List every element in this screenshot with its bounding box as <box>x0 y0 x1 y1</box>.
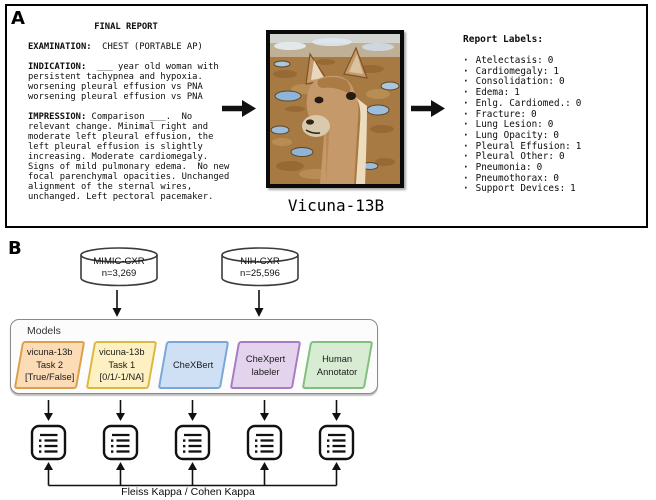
report-label-item: Enlg. Cardiomed.:0 <box>463 98 648 110</box>
section-label: EXAMINATION: <box>28 42 92 52</box>
models-container-title: Models <box>27 325 61 337</box>
database-cylinder-nih: NIH-CXR n=25,596 <box>220 246 300 288</box>
model-chexbert: CheXBert <box>157 341 230 389</box>
model-label: CheXpert labeler <box>245 353 286 377</box>
dataset-name: MIMIC-CXR <box>93 256 145 267</box>
report-section-impression: IMPRESSION: Comparison ___. No relevant … <box>28 112 233 202</box>
kappa-connector <box>44 462 341 487</box>
panel-a: A FINAL REPORT EXAMINATION: CHEST (PORTA… <box>5 4 648 228</box>
report-label-item: Cardiomegaly:1 <box>463 66 648 78</box>
dataset-count: n=25,596 <box>240 268 280 279</box>
report-section-examination: EXAMINATION: CHEST (PORTABLE AP) <box>28 42 233 52</box>
report-label-item: Pleural Other:0 <box>463 151 648 163</box>
report-label-item: Lung Lesion:0 <box>463 119 648 131</box>
right-arrow-icon <box>411 100 445 117</box>
model-vicuna-task1: vicuna-13b Task 1 [0/1/-1/NA] <box>85 341 158 389</box>
report-list-icon <box>102 424 139 461</box>
kappa-caption: Fleiss Kappa / Cohen Kappa <box>121 486 255 498</box>
report-list-icon <box>318 424 355 461</box>
database-cylinder-mimic: MIMIC-CXR n=3,269 <box>79 246 159 288</box>
model-label: vicuna-13b Task 2 [True/False] <box>24 347 75 383</box>
model-chexpert-labeler: CheXpert labeler <box>229 341 302 389</box>
report-label-item: Atelectasis:0 <box>463 55 648 67</box>
vicuna-illustration <box>270 34 400 184</box>
report-labels-title: Report Labels: <box>463 34 544 45</box>
report-section-indication: INDICATION: ___ year old woman with pers… <box>28 62 233 102</box>
section-text: CHEST (PORTABLE AP) <box>91 42 203 52</box>
model-vicuna-task2: vicuna-13b Task 2 [True/False] <box>13 341 86 389</box>
dataset-name: NIH-CXR <box>240 256 280 267</box>
report-label-item: Lung Opacity:0 <box>463 130 648 142</box>
models-row: vicuna-13b Task 2 [True/False] vicuna-13… <box>13 341 374 389</box>
report-label-item: Fracture:0 <box>463 109 648 121</box>
radiology-report: FINAL REPORT EXAMINATION: CHEST (PORTABL… <box>28 22 233 202</box>
report-list-icon <box>30 424 67 461</box>
database-cylinder-icon <box>221 247 299 287</box>
models-container: Models vicuna-13b Task 2 [True/False] vi… <box>10 319 378 394</box>
report-label-item: Edema:1 <box>463 87 648 99</box>
dataset-count: n=3,269 <box>101 268 137 279</box>
database-cylinder-icon <box>80 247 158 287</box>
right-arrow-icon <box>222 100 256 117</box>
section-text: ___ year old woman with persistent tachy… <box>28 62 219 102</box>
section-label: INDICATION: <box>28 62 87 72</box>
model-human-annotator: Human Annotator <box>301 341 374 389</box>
report-label-item: Support Devices:1 <box>463 184 648 195</box>
down-arrow-icon <box>112 290 122 317</box>
report-labels-panel: Report Labels: Atelectasis:0 Cardiomegal… <box>463 34 648 195</box>
model-label: Human Annotator <box>317 353 358 377</box>
section-text: Comparison ___. No relevant change. Mini… <box>28 112 230 202</box>
down-arrow-icon <box>254 290 264 317</box>
vicuna-photo <box>266 30 404 188</box>
report-label-item: Consolidation:0 <box>463 77 648 88</box>
down-arrows-row <box>44 400 341 421</box>
panel-b-label: B <box>8 238 22 259</box>
report-list-icon <box>246 424 283 461</box>
model-name-caption: Vicuna-13B <box>287 196 385 215</box>
report-label-item: Pneumonia:0 <box>463 162 648 174</box>
report-title: FINAL REPORT <box>94 22 158 32</box>
model-label: vicuna-13b Task 1 [0/1/-1/NA] <box>98 347 145 383</box>
report-label-item: Pleural Effusion:1 <box>463 141 648 153</box>
section-label: IMPRESSION: <box>28 112 87 122</box>
report-list-icon <box>174 424 211 461</box>
report-label-item: Pneumothorax:0 <box>463 173 648 185</box>
panel-a-label: A <box>11 8 25 29</box>
report-labels-list: Atelectasis:0 Cardiomegaly:1 Consolidati… <box>463 55 648 195</box>
model-label: CheXBert <box>173 359 214 370</box>
